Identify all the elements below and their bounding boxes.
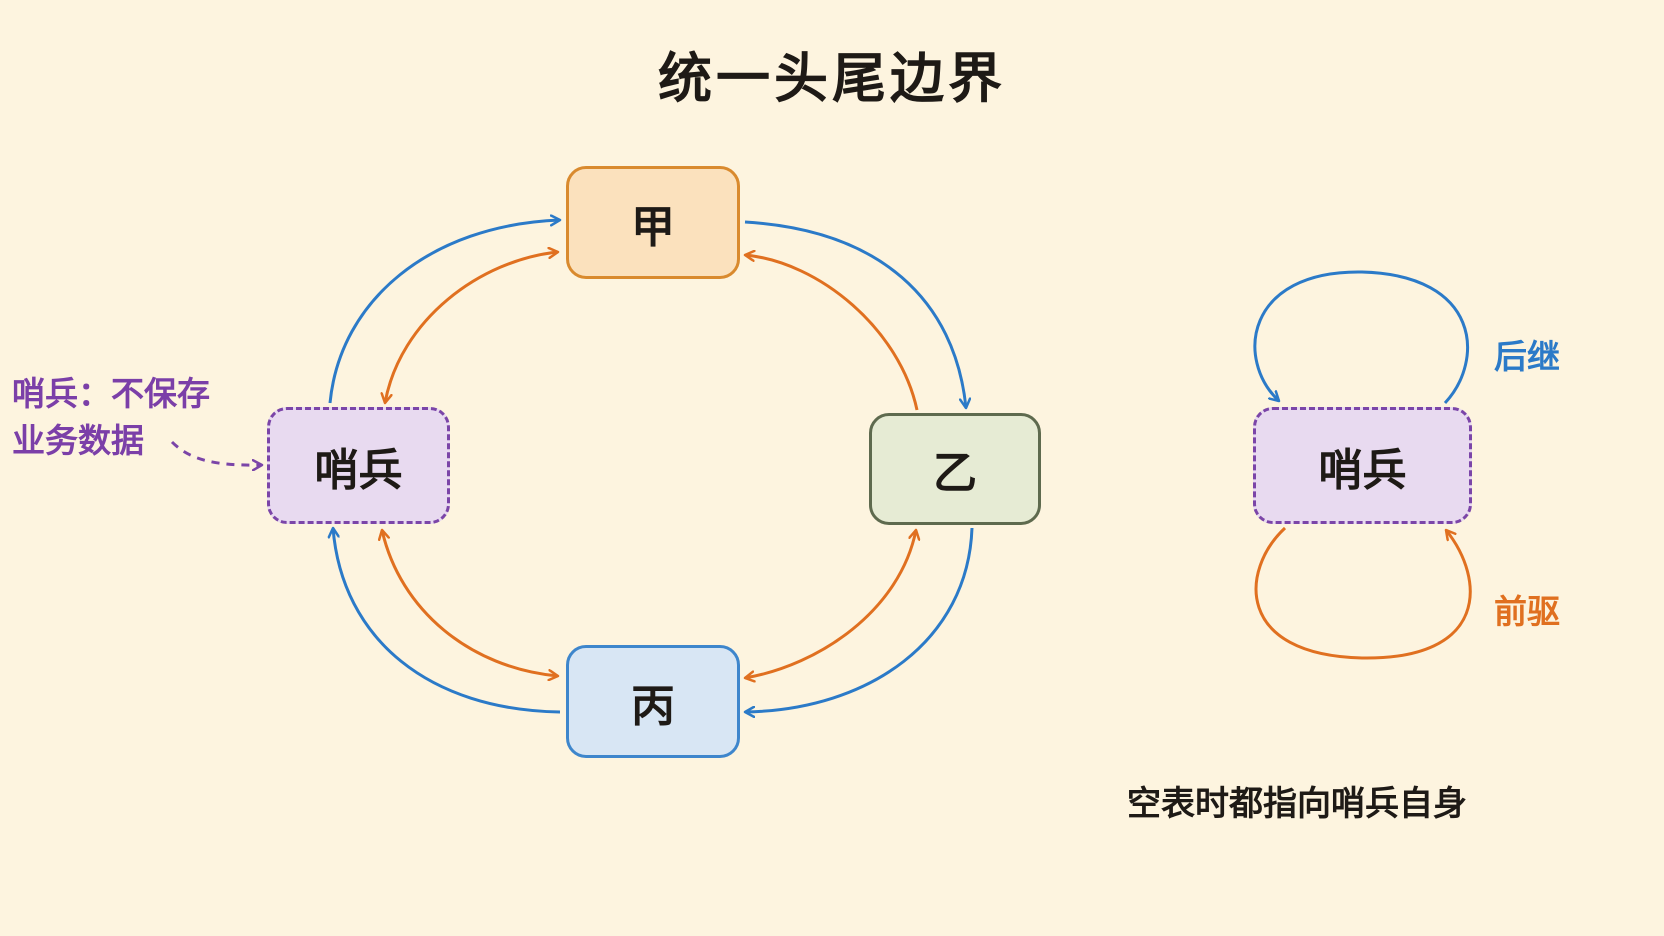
sentinel-note: 哨兵：不保存 业务数据: [12, 370, 210, 464]
node-jia: 甲: [566, 166, 740, 279]
node-bing: 丙: [566, 645, 740, 758]
sentinel-note-line1: 哨兵：不保存: [12, 374, 210, 413]
succ-arrow-sentinel-to-jia: [328, 220, 560, 404]
pred-arrow-sentinel-bing: [382, 530, 558, 676]
pred-arrow-jia-sentinel: [385, 252, 558, 403]
node-sentinel-label: 哨兵: [314, 444, 403, 496]
empty-pred-self-loop: [1254, 526, 1472, 660]
succ-arrow-yi-to-bing: [745, 527, 974, 712]
node-bing-label: 丙: [631, 680, 675, 732]
node-yi-label: 乙: [933, 448, 977, 499]
node-sentinel: 哨兵: [267, 407, 450, 524]
pred-arrow-yi-jia: [745, 255, 919, 411]
empty-sentinel-node: 哨兵: [1253, 407, 1472, 524]
succ-arrow-jia-to-yi: [744, 220, 966, 408]
empty-succ-self-loop: [1253, 270, 1470, 405]
empty-sentinel-label: 哨兵: [1318, 444, 1407, 496]
succ-arrow-bing-to-sentinel: [333, 528, 561, 714]
node-jia-label: 甲: [631, 201, 675, 253]
sentinel-note-line2: 业务数据: [12, 421, 144, 460]
empty-list-caption: 空表时都指向哨兵自身: [1127, 784, 1467, 824]
node-yi: 乙: [869, 413, 1041, 525]
predecessor-label: 前驱: [1494, 592, 1560, 631]
successor-label: 后继: [1494, 337, 1560, 376]
pred-arrow-bing-yi: [745, 530, 916, 678]
page-title: 统一头尾边界: [658, 47, 1006, 110]
note-pointer-arrow: [170, 440, 262, 465]
